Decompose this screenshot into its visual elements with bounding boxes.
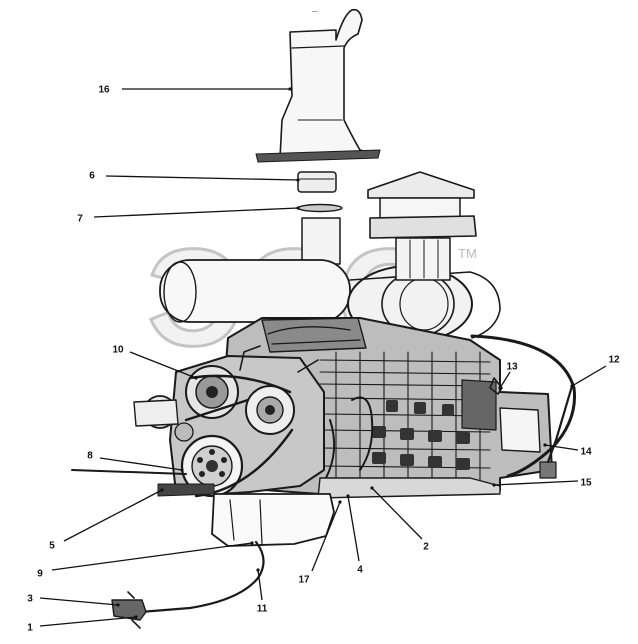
leader-end-10 — [194, 376, 198, 380]
callout-label-6: 6 — [89, 171, 95, 182]
part-drain-valve — [111, 591, 147, 629]
part-drain-hose — [138, 540, 265, 614]
callout-label-12: 12 — [608, 355, 620, 366]
leader-end-4 — [346, 494, 350, 498]
leader-line-9 — [51, 542, 253, 571]
callout-label-10: 10 — [112, 345, 124, 356]
leader-line-5 — [63, 489, 163, 542]
leader-line-4 — [347, 495, 360, 562]
leader-line-1 — [39, 616, 137, 627]
callout-label-13: 13 — [506, 362, 518, 373]
part-valve — [489, 377, 503, 395]
part-front-gear-housing — [133, 345, 325, 498]
callout-label-1: 1 — [27, 623, 33, 634]
part-vent-tube — [546, 384, 574, 464]
callout-label-2: 2 — [423, 542, 429, 553]
part-gasket — [297, 203, 343, 213]
callout-label-16: 16 — [98, 85, 110, 96]
leader-line-11 — [257, 569, 263, 601]
part-dipstick — [71, 469, 187, 475]
leader-end-12 — [570, 384, 574, 388]
callout-label-17: 17 — [298, 575, 310, 586]
leader-end-1 — [134, 615, 138, 619]
callout-label-4: 4 — [357, 565, 363, 576]
leader-line-10 — [129, 351, 197, 379]
leader-line-8 — [99, 457, 183, 471]
leader-end-5 — [160, 488, 164, 492]
svg-text:_: _ — [311, 2, 318, 13]
leader-line-14 — [544, 444, 579, 451]
part-oil-pan — [157, 483, 335, 547]
leader-end-8 — [180, 468, 184, 472]
part-coupling-ring — [297, 171, 337, 193]
leader-line-3 — [39, 597, 119, 606]
part-air-intake-stack: _ — [255, 2, 381, 163]
leader-end-11 — [256, 568, 260, 572]
leader-end-15 — [492, 483, 496, 487]
watermark-trademark: TM — [458, 246, 477, 261]
part-breather-hose — [470, 334, 577, 478]
callout-label-11: 11 — [257, 604, 268, 615]
leader-end-17 — [338, 500, 342, 504]
leader-end-3 — [116, 603, 120, 607]
leader-line-15 — [493, 480, 579, 486]
callout-label-5: 5 — [49, 541, 55, 552]
leader-line-12 — [571, 365, 607, 387]
callout-label-8: 8 — [87, 451, 93, 462]
leader-end-13 — [498, 386, 502, 390]
leader-line-17 — [311, 501, 341, 572]
callout-label-15: 15 — [580, 478, 592, 489]
leader-line-6 — [105, 175, 299, 181]
leader-end-2 — [370, 486, 374, 490]
leader-end-7 — [296, 206, 300, 210]
callout-labels: 16 6 7 10 12 13 8 14 15 5 2 4 9 17 11 3 1 — [27, 85, 620, 634]
leader-end-9 — [250, 541, 254, 545]
callout-label-14: 14 — [580, 447, 592, 458]
part-precleaner-cap — [367, 171, 477, 281]
leader-line-13 — [499, 371, 511, 389]
leader-end-6 — [296, 178, 300, 182]
leader-line-7 — [93, 207, 299, 218]
leader-line-2 — [371, 487, 423, 540]
callout-label-3: 3 — [27, 594, 33, 605]
leader-end-16 — [288, 87, 292, 91]
leader-end-14 — [543, 443, 547, 447]
callout-label-7: 7 — [77, 214, 83, 225]
callout-label-9: 9 — [37, 569, 43, 580]
